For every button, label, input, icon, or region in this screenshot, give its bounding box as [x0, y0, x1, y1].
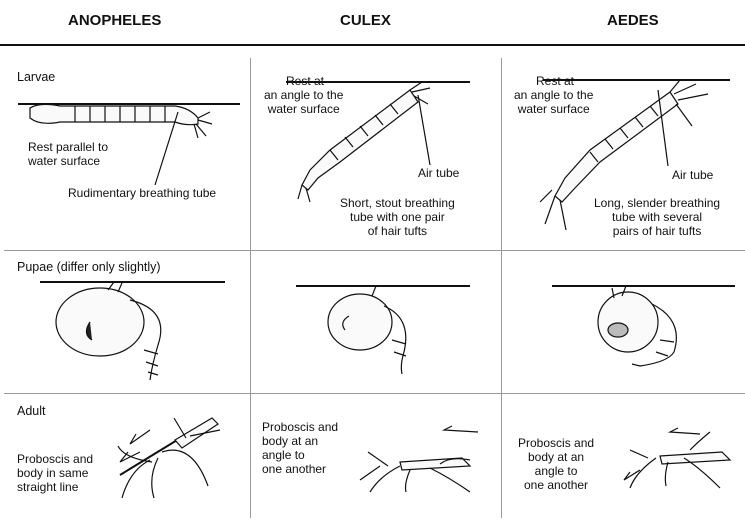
row-divider [4, 393, 745, 394]
row-divider [4, 250, 745, 251]
culex-air-tube-label: Air tube [418, 166, 460, 180]
aedes-air-tube-label: Air tube [672, 168, 714, 182]
aedes-larva-rest-label: Rest at an angle to the water surface [514, 74, 594, 116]
anopheles-pupa-drawing [55, 281, 162, 381]
aedes-pupa-drawing [597, 285, 677, 367]
row-label-larvae: Larvae [17, 70, 56, 84]
column-header-anopheles: ANOPHELES [68, 12, 162, 29]
anopheles-larva-tube-label: Rudimentary breathing tube [68, 186, 217, 200]
row-label-pupae: Pupae (differ only slightly) [17, 260, 161, 274]
aedes-adult-drawing [623, 427, 732, 489]
column-divider [250, 58, 251, 518]
culex-larva-drawing [297, 81, 431, 203]
culex-adult-drawing [359, 425, 479, 493]
anopheles-larva-drawing [29, 103, 213, 186]
column-header-culex: CULEX [340, 12, 391, 29]
culex-larva-rest-label: Rest at an angle to the water surface [264, 74, 344, 116]
column-divider [501, 58, 502, 518]
row-label-adult: Adult [17, 404, 46, 418]
column-header-bar: ANOPHELES CULEX AEDES [0, 0, 745, 46]
anopheles-adult-drawing [117, 417, 221, 499]
column-header-aedes: AEDES [607, 12, 659, 29]
culex-pupa-drawing [327, 285, 407, 375]
aedes-larva-drawing [539, 79, 709, 231]
